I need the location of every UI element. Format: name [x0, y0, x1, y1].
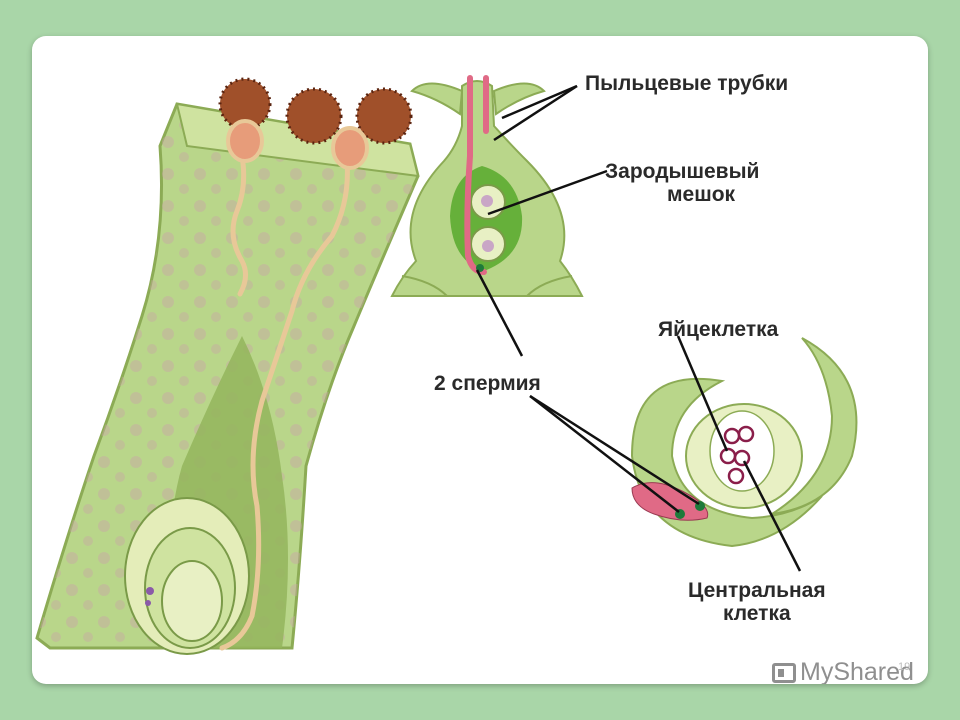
label-central-cell: Центральная клетка: [688, 579, 826, 625]
slide: Пыльцевые трубки Зародышевый мешок Яйцек…: [32, 36, 928, 684]
label-embryo-sac-line2: мешок: [667, 183, 736, 206]
label-central-cell-line2: клетка: [722, 602, 791, 625]
brand-text: MyShared: [800, 658, 914, 684]
pollen-grain: [218, 77, 272, 163]
slide-number: 19: [898, 661, 911, 673]
pollen-tube-short: [230, 153, 248, 297]
brand-logo-icon: [772, 662, 796, 683]
embryo-sac-illustration: [630, 337, 858, 548]
label-embryo-sac-line1: Зародышевый: [605, 160, 760, 183]
pollen-grain: [285, 87, 343, 145]
egg-cell: [719, 425, 755, 485]
ovule: [124, 497, 250, 655]
pollen-tube-long: [219, 158, 350, 651]
label-egg-cell: Яйцеклетка: [658, 318, 779, 341]
pollen-tube-end: [631, 482, 709, 521]
label-embryo-sac: Зародышевый мешок: [605, 160, 759, 206]
label-sperm: 2 спермия: [434, 372, 541, 395]
pistil-illustration: [35, 77, 420, 655]
label-central-cell-line1: Центральная: [688, 579, 826, 602]
label-pollen-tubes: Пыльцевые трубки: [585, 72, 789, 95]
leader-lines: [475, 84, 802, 572]
brand-watermark: MyShared: [772, 658, 914, 684]
pollen-grain: [331, 87, 413, 170]
pollen-tube-left: [464, 75, 487, 275]
ovary-illustration: [390, 75, 584, 297]
fertilization-diagram: [35, 75, 858, 655]
